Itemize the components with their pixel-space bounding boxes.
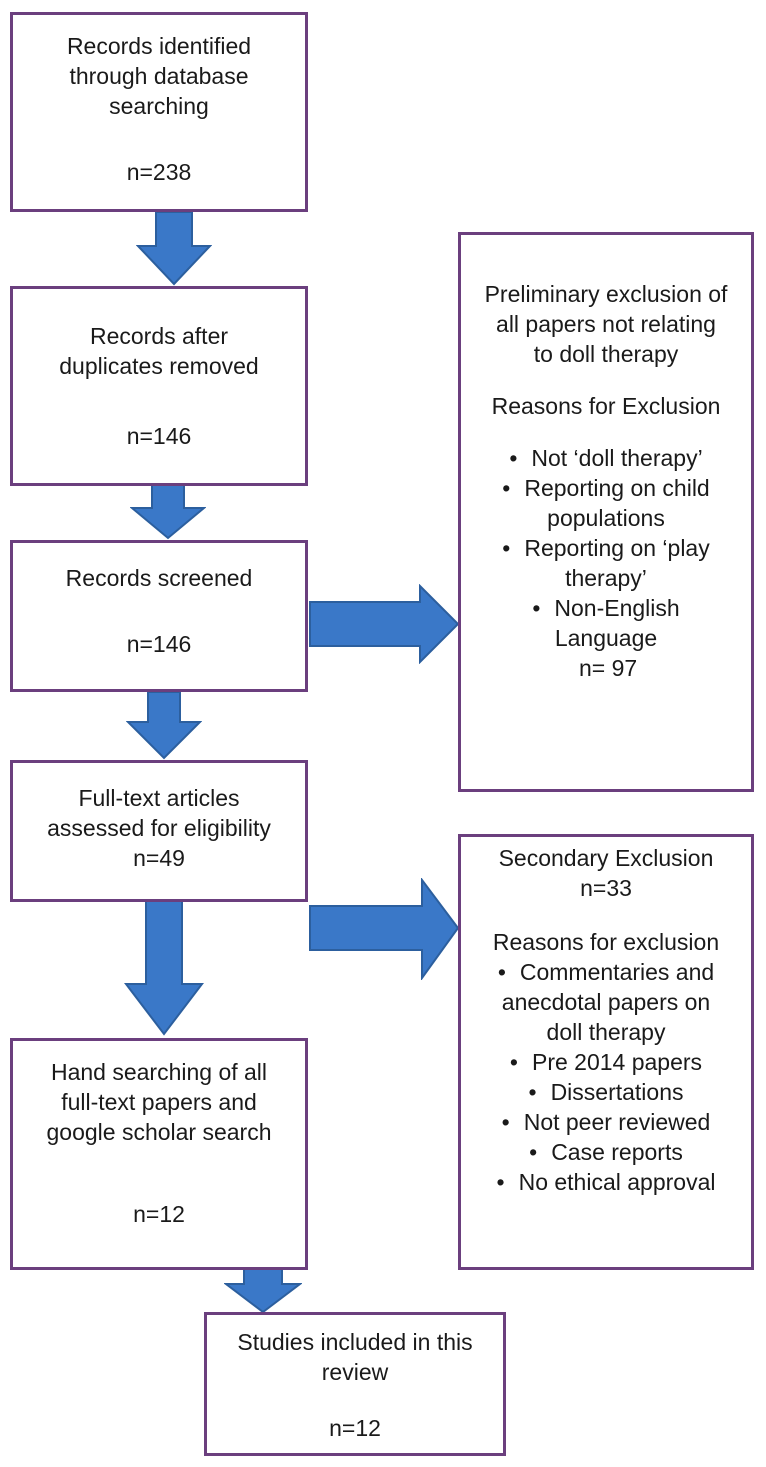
records-identified-line-1: Records identified [66,33,252,59]
records-identified-count: n=238 [126,159,192,185]
secondary-reason-item: • Pre 2014 papers [461,1047,751,1077]
records-identified-box: Records identified through database sear… [10,12,308,212]
hand-search-line-1: Hand searching of all [50,1059,268,1085]
secondary-reasons-heading: Reasons for exclusion [492,929,720,955]
preliminary-reason-2-text-1: Reporting on child [524,475,710,501]
secondary-reason-6-line-1: • No ethical approval [461,1167,751,1197]
preliminary-reason-item: • Reporting on child populations [461,473,751,533]
hand-search-line-3: google scholar search [46,1119,272,1145]
secondary-reason-item: • Dissertations [461,1077,751,1107]
hand-search-count: n=12 [133,1201,185,1227]
preliminary-reason-item: • Not ‘doll therapy’ [461,443,751,473]
secondary-reason-1-line-2: anecdotal papers on [501,989,711,1015]
duplicates-removed-count: n=146 [126,423,192,449]
records-identified-line-3: searching [109,93,209,119]
secondary-exclusion-box: Secondary Exclusion n=33 Reasons for exc… [458,834,754,1270]
records-screened-line-1: Records screened [65,565,253,591]
preliminary-reason-3-line-2: therapy’ [565,565,647,591]
preliminary-exclusion-title-2: all papers not relating [496,311,716,337]
preliminary-reason-4-line-1: • Non-English [461,593,751,623]
bullet-icon: • [496,1169,505,1195]
secondary-reason-item: • Commentaries and anecdotal papers on do… [461,957,751,1047]
down-arrow-1 [136,212,212,286]
hand-search-box: Hand searching of all full-text papers a… [10,1038,308,1270]
secondary-reason-4-line-1: • Not peer reviewed [461,1107,751,1137]
preliminary-reason-4-line-2: Language [554,625,658,651]
bullet-icon: • [497,959,506,985]
secondary-reason-4-text: Not peer reviewed [523,1109,711,1135]
preliminary-reasons-list: • Not ‘doll therapy’ • Reporting on child … [461,443,751,653]
studies-included-line-2: review [321,1359,389,1385]
bullet-icon: • [502,475,511,501]
full-text-box: Full-text articles assessed for eligibil… [10,760,308,902]
secondary-reason-3-line-1: • Dissertations [461,1077,751,1107]
secondary-reason-5-text: Case reports [551,1139,683,1165]
down-arrow-5 [224,1268,302,1314]
bullet-icon: • [502,535,511,561]
secondary-exclusion-title: Secondary Exclusion [498,845,714,871]
secondary-reason-2-text: Pre 2014 papers [531,1049,703,1075]
preliminary-reason-1-text: Not ‘doll therapy’ [531,445,703,471]
records-identified-line-2: through database [69,63,249,89]
preliminary-exclusion-count: n= 97 [579,655,638,681]
bullet-icon: • [529,1139,538,1165]
secondary-reason-2-line-1: • Pre 2014 papers [461,1047,751,1077]
bullet-icon: • [509,1049,518,1075]
full-text-count: n=49 [133,845,185,871]
preliminary-reason-3-line-1: • Reporting on ‘play [461,533,751,563]
preliminary-reason-2-line-2: populations [547,505,665,531]
bullet-icon: • [509,445,518,471]
right-arrow-1 [309,584,460,664]
secondary-reason-1-text-1: Commentaries and [519,959,715,985]
secondary-reason-item: • Case reports [461,1137,751,1167]
preliminary-reason-1-line-1: • Not ‘doll therapy’ [461,443,751,473]
preliminary-reason-4-text-1: Non-English [554,595,680,621]
records-screened-box: Records screened n=146 [10,540,308,692]
secondary-reason-item: • No ethical approval [461,1167,751,1197]
full-text-line-1: Full-text articles [78,785,240,811]
secondary-reason-5-line-1: • Case reports [461,1137,751,1167]
preliminary-reason-2-line-1: • Reporting on child [461,473,751,503]
secondary-reason-3-text: Dissertations [550,1079,684,1105]
bullet-icon: • [532,595,541,621]
secondary-reason-6-text: No ethical approval [518,1169,716,1195]
secondary-exclusion-count: n=33 [580,875,632,901]
duplicates-removed-box: Records after duplicates removed n=146 [10,286,308,486]
duplicates-removed-line-1: Records after [89,323,229,349]
secondary-reasons-list: • Commentaries and anecdotal papers on do… [461,957,751,1197]
preliminary-exclusion-title-3: to doll therapy [533,341,679,367]
preliminary-exclusion-title-1: Preliminary exclusion of [484,281,728,307]
preliminary-reason-3-text-1: Reporting on ‘play [524,535,710,561]
preliminary-exclusion-box: Preliminary exclusion of all papers not … [458,232,754,792]
down-arrow-2 [130,484,206,540]
secondary-reason-item: • Not peer reviewed [461,1107,751,1137]
records-screened-count: n=146 [126,631,192,657]
preliminary-reason-item: • Non-English Language [461,593,751,653]
hand-search-line-2: full-text papers and [61,1089,257,1115]
bullet-icon: • [501,1109,510,1135]
duplicates-removed-line-2: duplicates removed [59,353,259,379]
studies-included-line-1: Studies included in this [237,1329,473,1355]
right-arrow-2 [309,878,460,980]
bullet-icon: • [528,1079,537,1105]
full-text-line-2: assessed for eligibility [47,815,271,841]
secondary-reason-1-line-3: doll therapy [546,1019,666,1045]
studies-included-box: Studies included in this review n=12 [204,1312,506,1456]
studies-included-count: n=12 [329,1415,381,1441]
down-arrow-4 [124,900,204,1036]
secondary-reason-1-line-1: • Commentaries and [461,957,751,987]
preliminary-reasons-heading: Reasons for Exclusion [491,393,721,419]
preliminary-reason-item: • Reporting on ‘play therapy’ [461,533,751,593]
down-arrow-3 [126,692,202,760]
